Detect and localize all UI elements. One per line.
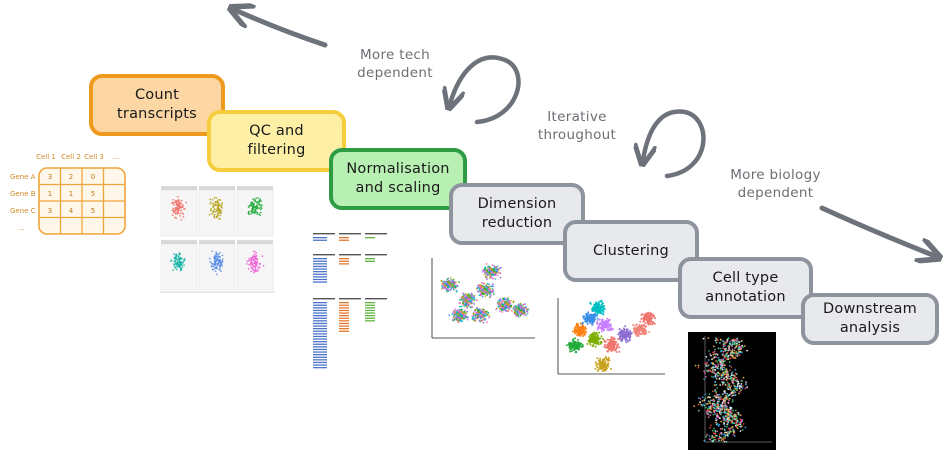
loop-arrow-2 bbox=[643, 109, 706, 179]
note-more-biology-dependent: More biology dependent bbox=[730, 167, 821, 201]
matrix-cell: 1 bbox=[48, 190, 52, 198]
matrix-row-1: Gene A bbox=[10, 173, 36, 181]
matrix-col-4: ... bbox=[113, 153, 120, 161]
cell-type-spatial-thumbnail bbox=[688, 332, 776, 450]
matrix-row-4: ... bbox=[18, 224, 25, 232]
step-qc-filtering: QC and filtering bbox=[207, 110, 346, 172]
matrix-cell: 5 bbox=[91, 190, 95, 198]
normalisation-gene-list-thumbnail bbox=[313, 233, 387, 369]
step-count-transcripts: Count transcripts bbox=[89, 74, 225, 136]
matrix-cell: 3 bbox=[48, 173, 52, 181]
matrix-cell: 1 bbox=[69, 190, 73, 198]
step-clustering: Clustering bbox=[563, 220, 699, 282]
qc-scatter-grid-thumbnail bbox=[147, 182, 277, 298]
loop-arrow-1 bbox=[450, 55, 521, 125]
matrix-col-1: Cell 1 bbox=[36, 153, 56, 161]
dimension-reduction-umap-thumbnail bbox=[418, 255, 538, 347]
matrix-cell: 3 bbox=[48, 207, 52, 215]
step-cell-type-annotation: Cell type annotation bbox=[678, 257, 813, 319]
tech-direction-arrow bbox=[235, 10, 328, 48]
step-normalisation-scaling: Normalisation and scaling bbox=[329, 148, 467, 210]
biology-direction-arrow bbox=[819, 205, 935, 256]
count-matrix: Cell 1 Cell 2 Cell 3 ... Gene A Gene B G… bbox=[10, 153, 126, 235]
matrix-cell: 0 bbox=[91, 173, 95, 181]
step-downstream-analysis: Downstream analysis bbox=[801, 293, 939, 345]
matrix-row-2: Gene B bbox=[10, 190, 36, 198]
matrix-row-3: Gene C bbox=[10, 207, 36, 215]
matrix-cell: 5 bbox=[91, 207, 95, 215]
clustering-umap-thumbnail bbox=[547, 293, 669, 389]
matrix-col-2: Cell 2 bbox=[61, 153, 81, 161]
step-dimension-reduction: Dimension reduction bbox=[449, 183, 585, 245]
matrix-cell: 2 bbox=[69, 173, 73, 181]
note-iterative-throughout: Iterative throughout bbox=[537, 109, 617, 143]
note-more-tech-dependent: More tech dependent bbox=[357, 47, 433, 81]
matrix-col-3: Cell 3 bbox=[84, 153, 104, 161]
matrix-cell: 4 bbox=[69, 207, 74, 215]
